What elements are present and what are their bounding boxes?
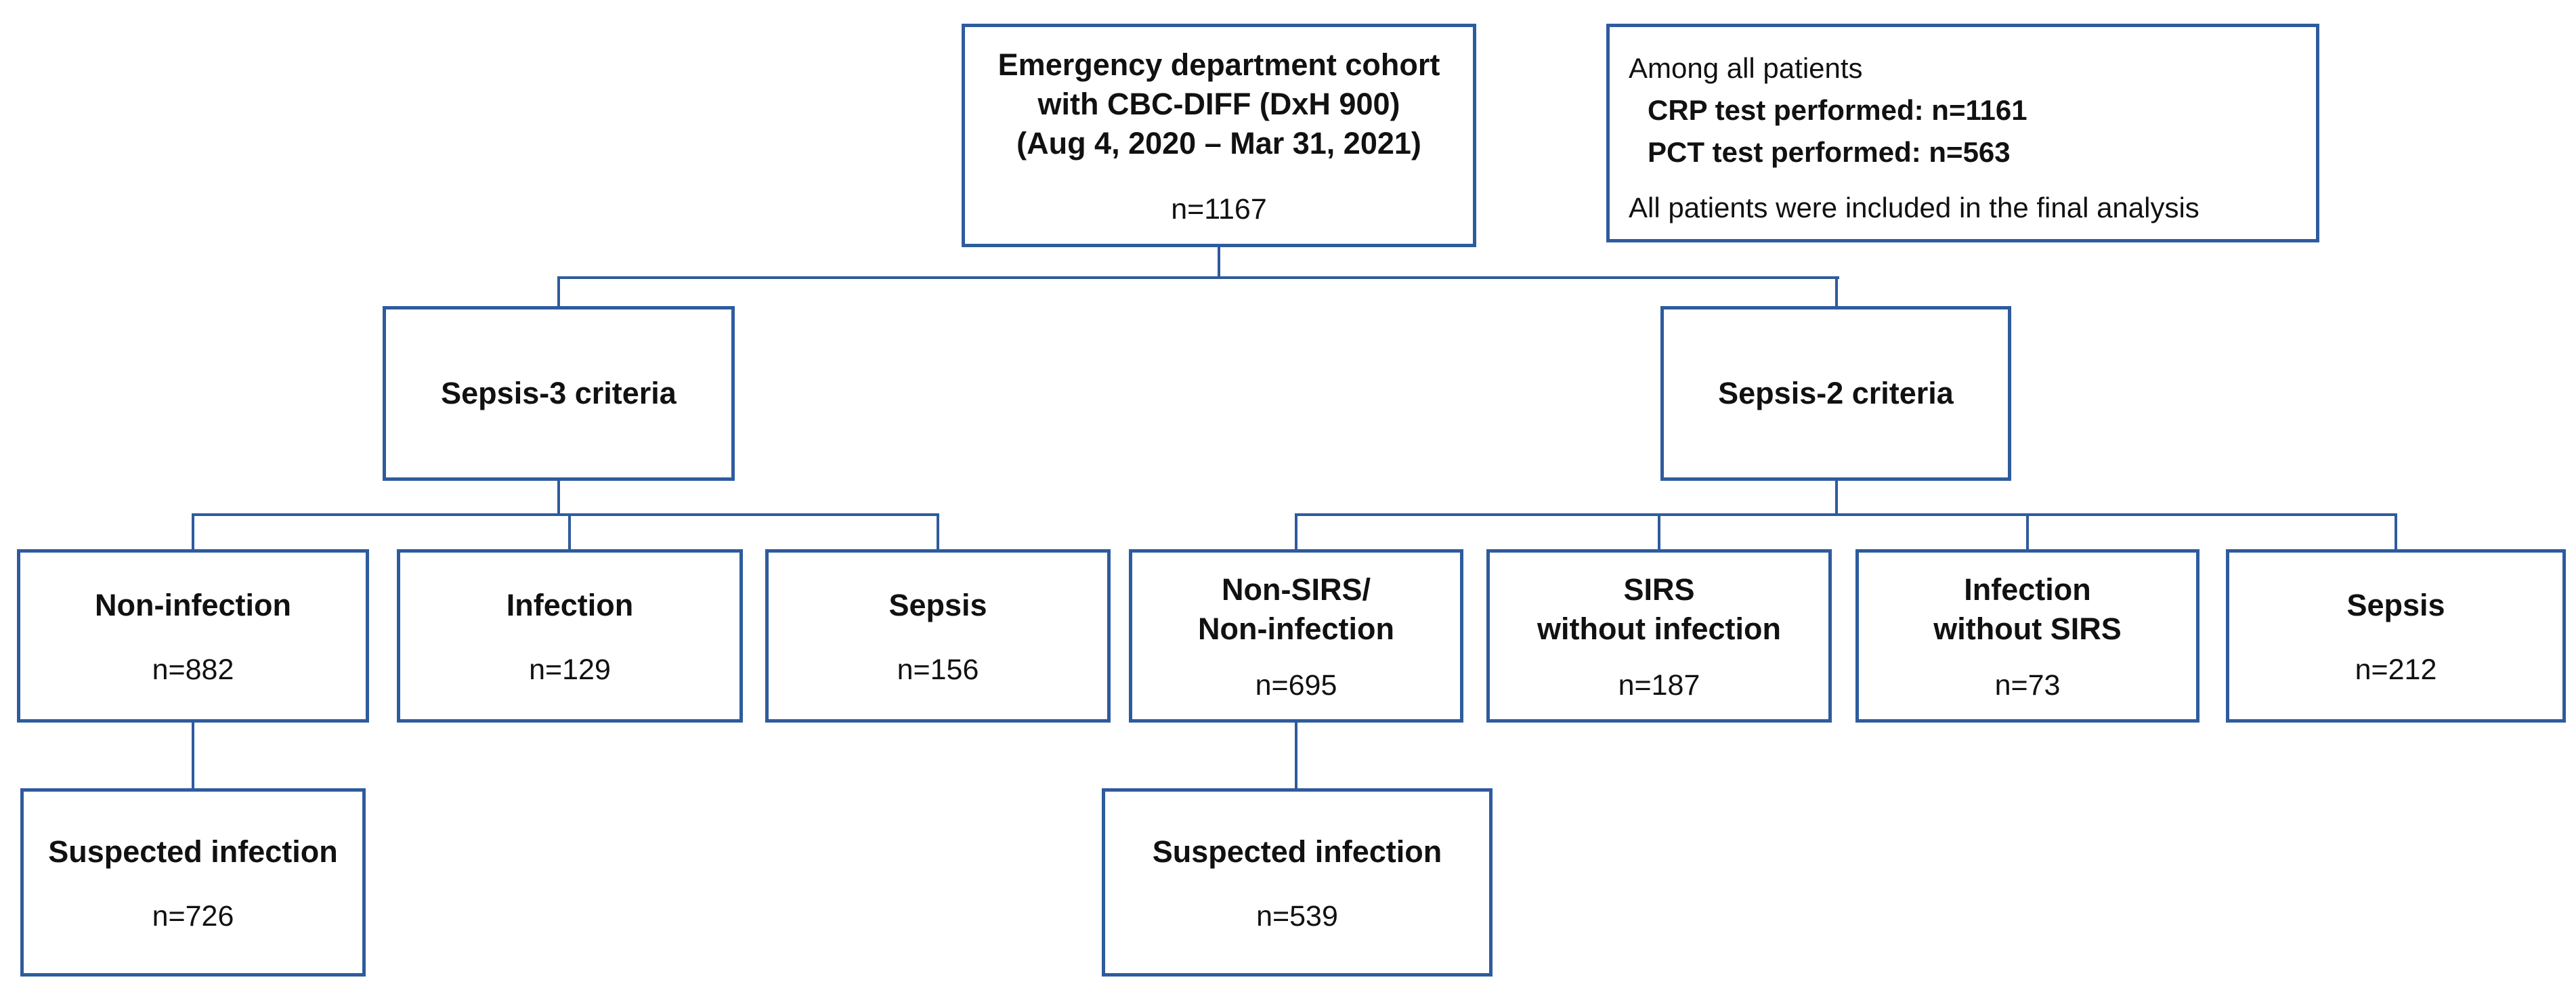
node-infection: Infection n=129 <box>397 549 743 723</box>
connector-sepsis156-in <box>937 513 939 552</box>
info-line-among-all-patients: Among all patients <box>1629 52 1863 84</box>
infection-without-sirs-label-line2: without SIRS <box>1933 611 2122 646</box>
connector-sepsis3-out <box>557 479 560 516</box>
sepsis-s2-count: n=212 <box>2355 653 2437 686</box>
node-sepsis3-criteria: Sepsis-3 criteria <box>383 306 735 481</box>
infection-label: Infection <box>506 587 634 622</box>
sepsis-s2-label: Sepsis <box>2346 587 2445 622</box>
connector-suspected539-in <box>1295 721 1297 791</box>
infection-without-sirs-label-line1: Infection <box>1964 572 2091 607</box>
cohort-title-line3: (Aug 4, 2020 – Mar 31, 2021) <box>1016 125 1421 160</box>
suspected-infection-s3-label: Suspected infection <box>48 834 338 869</box>
sirs-label-line2: without infection <box>1537 611 1781 646</box>
connector-rail-left <box>192 513 939 516</box>
sirs-label-line1: SIRS <box>1623 572 1695 607</box>
connector-rail-right <box>1295 513 2397 516</box>
connector-infection-in <box>568 513 571 552</box>
connector-sepsis2-out <box>1835 479 1838 516</box>
connector-noninfection-in <box>192 513 194 552</box>
cohort-title-line2: with CBC-DIFF (DxH 900) <box>1037 86 1400 121</box>
node-sirs-without-infection: SIRS without infection n=187 <box>1486 549 1832 723</box>
sirs-count: n=187 <box>1618 668 1700 702</box>
sepsis2-criteria-label: Sepsis-2 criteria <box>1718 376 1954 410</box>
node-infection-without-sirs: Infection without SIRS n=73 <box>1855 549 2199 723</box>
node-info: Among all patients CRP test performed: n… <box>1606 24 2319 242</box>
connector-nonsirs-in <box>1295 513 1297 552</box>
suspected-infection-s2-count: n=539 <box>1256 899 1338 933</box>
info-line-final-analysis: All patients were included in the final … <box>1629 192 2199 223</box>
non-sirs-label-line2: Non-infection <box>1198 611 1394 646</box>
connector-suspected726-in <box>192 721 194 791</box>
non-sirs-count: n=695 <box>1255 668 1337 702</box>
non-infection-count: n=882 <box>152 653 234 686</box>
node-non-sirs-non-infection: Non-SIRS/ Non-infection n=695 <box>1129 549 1463 723</box>
connector-cohort-drop <box>1218 246 1220 279</box>
connector-sepsis2-in <box>1835 276 1838 309</box>
connector-rail-top <box>557 276 1839 279</box>
info-line-crp: CRP test performed: n=1161 <box>1648 94 2027 126</box>
node-non-infection: Non-infection n=882 <box>17 549 369 723</box>
info-line-pct: PCT test performed: n=563 <box>1648 136 2011 168</box>
suspected-infection-s3-count: n=726 <box>152 899 234 933</box>
connector-sirs-in <box>1658 513 1660 552</box>
non-sirs-label-line1: Non-SIRS/ <box>1222 572 1371 607</box>
connector-sepsis3-in <box>557 276 560 309</box>
connector-sepsis212-in <box>2395 513 2397 552</box>
node-sepsis-s2: Sepsis n=212 <box>2226 549 2566 723</box>
suspected-infection-s2-label: Suspected infection <box>1152 834 1442 869</box>
cohort-count: n=1167 <box>1171 192 1267 226</box>
sepsis3-criteria-label: Sepsis-3 criteria <box>441 376 677 410</box>
node-sepsis-s3: Sepsis n=156 <box>765 549 1111 723</box>
infection-without-sirs-count: n=73 <box>1994 668 2061 702</box>
cohort-title-line1: Emergency department cohort <box>997 47 1440 82</box>
node-cohort: Emergency department cohort with CBC-DIF… <box>962 24 1476 247</box>
non-infection-label: Non-infection <box>95 587 291 622</box>
infection-count: n=129 <box>529 653 611 686</box>
node-suspected-infection-s2: Suspected infection n=539 <box>1102 788 1493 977</box>
node-suspected-infection-s3: Suspected infection n=726 <box>20 788 366 977</box>
sepsis-s3-label: Sepsis <box>888 587 987 622</box>
sepsis-s3-count: n=156 <box>897 653 979 686</box>
node-sepsis2-criteria: Sepsis-2 criteria <box>1660 306 2011 481</box>
connector-infwithoutsirs-in <box>2026 513 2029 552</box>
